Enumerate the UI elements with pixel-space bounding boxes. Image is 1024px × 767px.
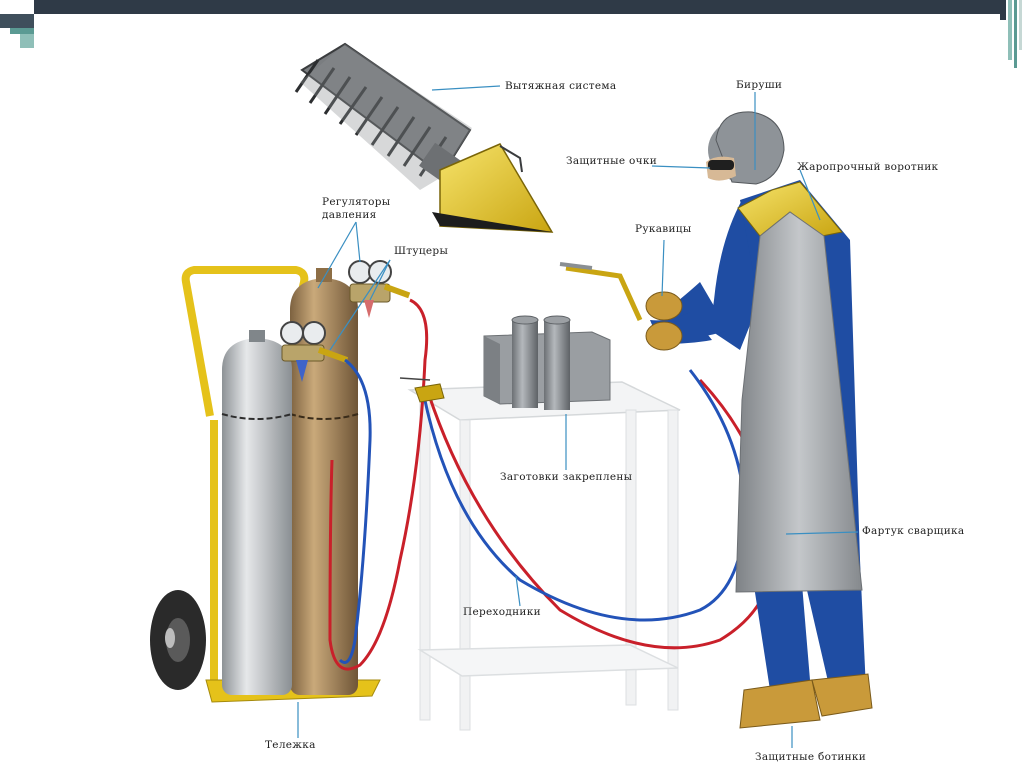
welder-figure <box>560 112 872 728</box>
label-safety-boots: Защитные ботинки <box>755 751 866 763</box>
label-regulators-line2: давления <box>322 209 377 221</box>
work-table <box>410 382 680 730</box>
label-gloves: Рукавицы <box>635 223 691 235</box>
label-adapters: Переходники <box>463 606 541 618</box>
label-goggles: Защитные очки <box>566 155 657 167</box>
workpieces <box>484 316 610 410</box>
label-welder-apron: Фартук сварщика <box>862 525 964 537</box>
label-regulators-line1: Регуляторы <box>322 196 390 208</box>
label-fittings: Штуцеры <box>394 245 448 257</box>
label-heat-resistant-collar: Жаропрочный воротник <box>797 161 938 173</box>
label-earplugs: Бируши <box>736 79 782 91</box>
label-exhaust-system: Вытяжная система <box>505 80 616 92</box>
label-cart: Тележка <box>265 739 316 751</box>
label-workpieces: Заготовки закреплены <box>500 471 632 483</box>
silver-cylinder <box>222 330 292 695</box>
